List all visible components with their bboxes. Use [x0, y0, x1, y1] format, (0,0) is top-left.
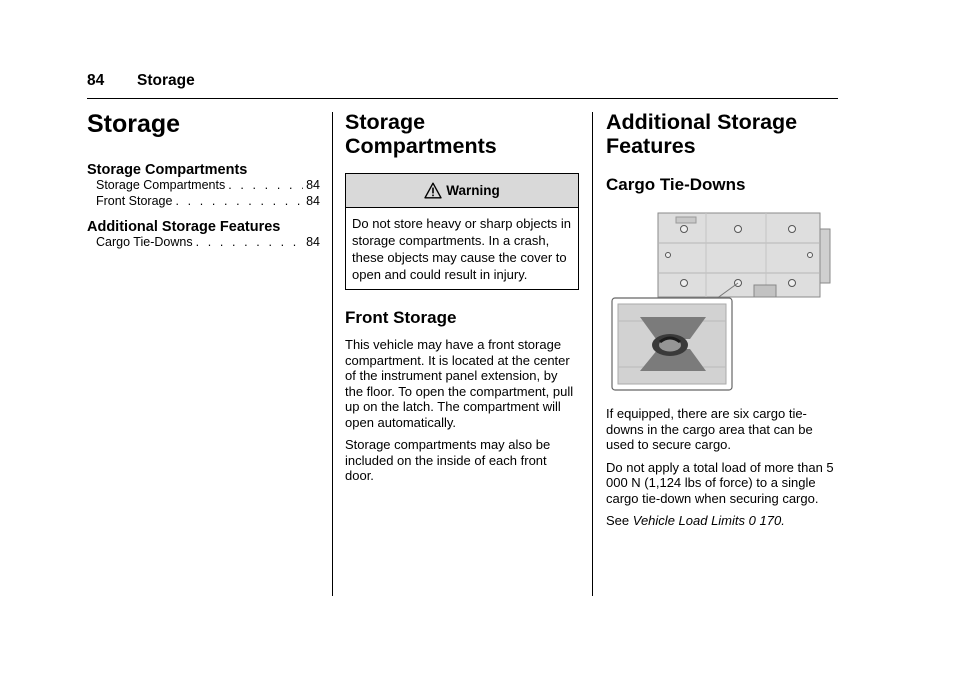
toc-leader-dots: [175, 194, 303, 210]
toc-leader-dots: [228, 178, 303, 194]
toc-column: Storage Storage Compartments Storage Com…: [87, 108, 320, 251]
see-prefix: See: [606, 513, 630, 528]
toc-entry-label: Storage Compartments: [96, 178, 226, 192]
section-title: Storage Compartments: [345, 110, 579, 158]
section-title: Additional Storage Features: [606, 110, 838, 158]
body-paragraph: If equipped, there are six cargo tie-dow…: [606, 406, 813, 452]
warning-icon: [424, 182, 442, 199]
column-divider: [332, 112, 333, 596]
warning-label: Warning: [446, 183, 500, 198]
toc-entry-page: 84: [306, 235, 320, 249]
body-paragraph: Do not apply a total load of more than 5…: [606, 459, 834, 506]
warning-text: Do not store heavy or sharp objects in s…: [352, 216, 571, 282]
body-paragraph: Storage compartments may also be include…: [345, 437, 551, 483]
toc-entry-label: Cargo Tie-Downs: [96, 235, 193, 249]
body-paragraph: This vehicle may have a front storage co…: [345, 337, 574, 430]
warning-header: Warning: [346, 174, 578, 208]
toc-entry-page: 84: [306, 193, 320, 208]
page-header: 84 Storage: [87, 72, 838, 99]
additional-storage-column: Additional Storage Features Cargo Tie-Do…: [606, 110, 838, 529]
page-reference-symbol: 0: [748, 513, 756, 528]
see-reference: See Vehicle Load Limits 0 170.: [606, 513, 838, 529]
cargo-area-diagram: [611, 212, 831, 391]
toc-entry[interactable]: Front Storage 84: [87, 194, 320, 210]
cross-reference-link[interactable]: Vehicle Load Limits: [632, 513, 746, 528]
toc-leader-dots: [196, 235, 304, 251]
header-section-title: Storage: [137, 72, 195, 89]
toc-entry[interactable]: Storage Compartments 84: [87, 178, 320, 194]
section-title-line: Storage: [345, 110, 426, 134]
storage-compartments-column: Storage Compartments Warning Do not stor…: [345, 110, 579, 484]
subsection-heading: Front Storage: [345, 308, 457, 327]
page-number: 84: [87, 72, 105, 89]
toc-title: Storage: [87, 110, 181, 138]
toc-entry-page: 84: [306, 178, 320, 192]
warning-box: Warning Do not store heavy or sharp obje…: [345, 173, 579, 290]
toc-entry[interactable]: Cargo Tie-Downs 84: [87, 235, 320, 251]
subsection-heading: Cargo Tie-Downs: [606, 175, 746, 194]
toc-entry-label: Front Storage: [96, 193, 173, 208]
cross-reference-page[interactable]: 170.: [759, 513, 785, 528]
section-title-line: Compartments: [345, 134, 497, 158]
cargo-tie-down-illustration: [606, 209, 838, 394]
section-title-line: Additional Storage: [606, 110, 798, 134]
section-title-line: Features: [606, 134, 696, 158]
toc-heading[interactable]: Additional Storage Features: [87, 219, 281, 235]
toc-heading[interactable]: Storage Compartments: [87, 162, 248, 178]
column-divider: [592, 112, 593, 596]
